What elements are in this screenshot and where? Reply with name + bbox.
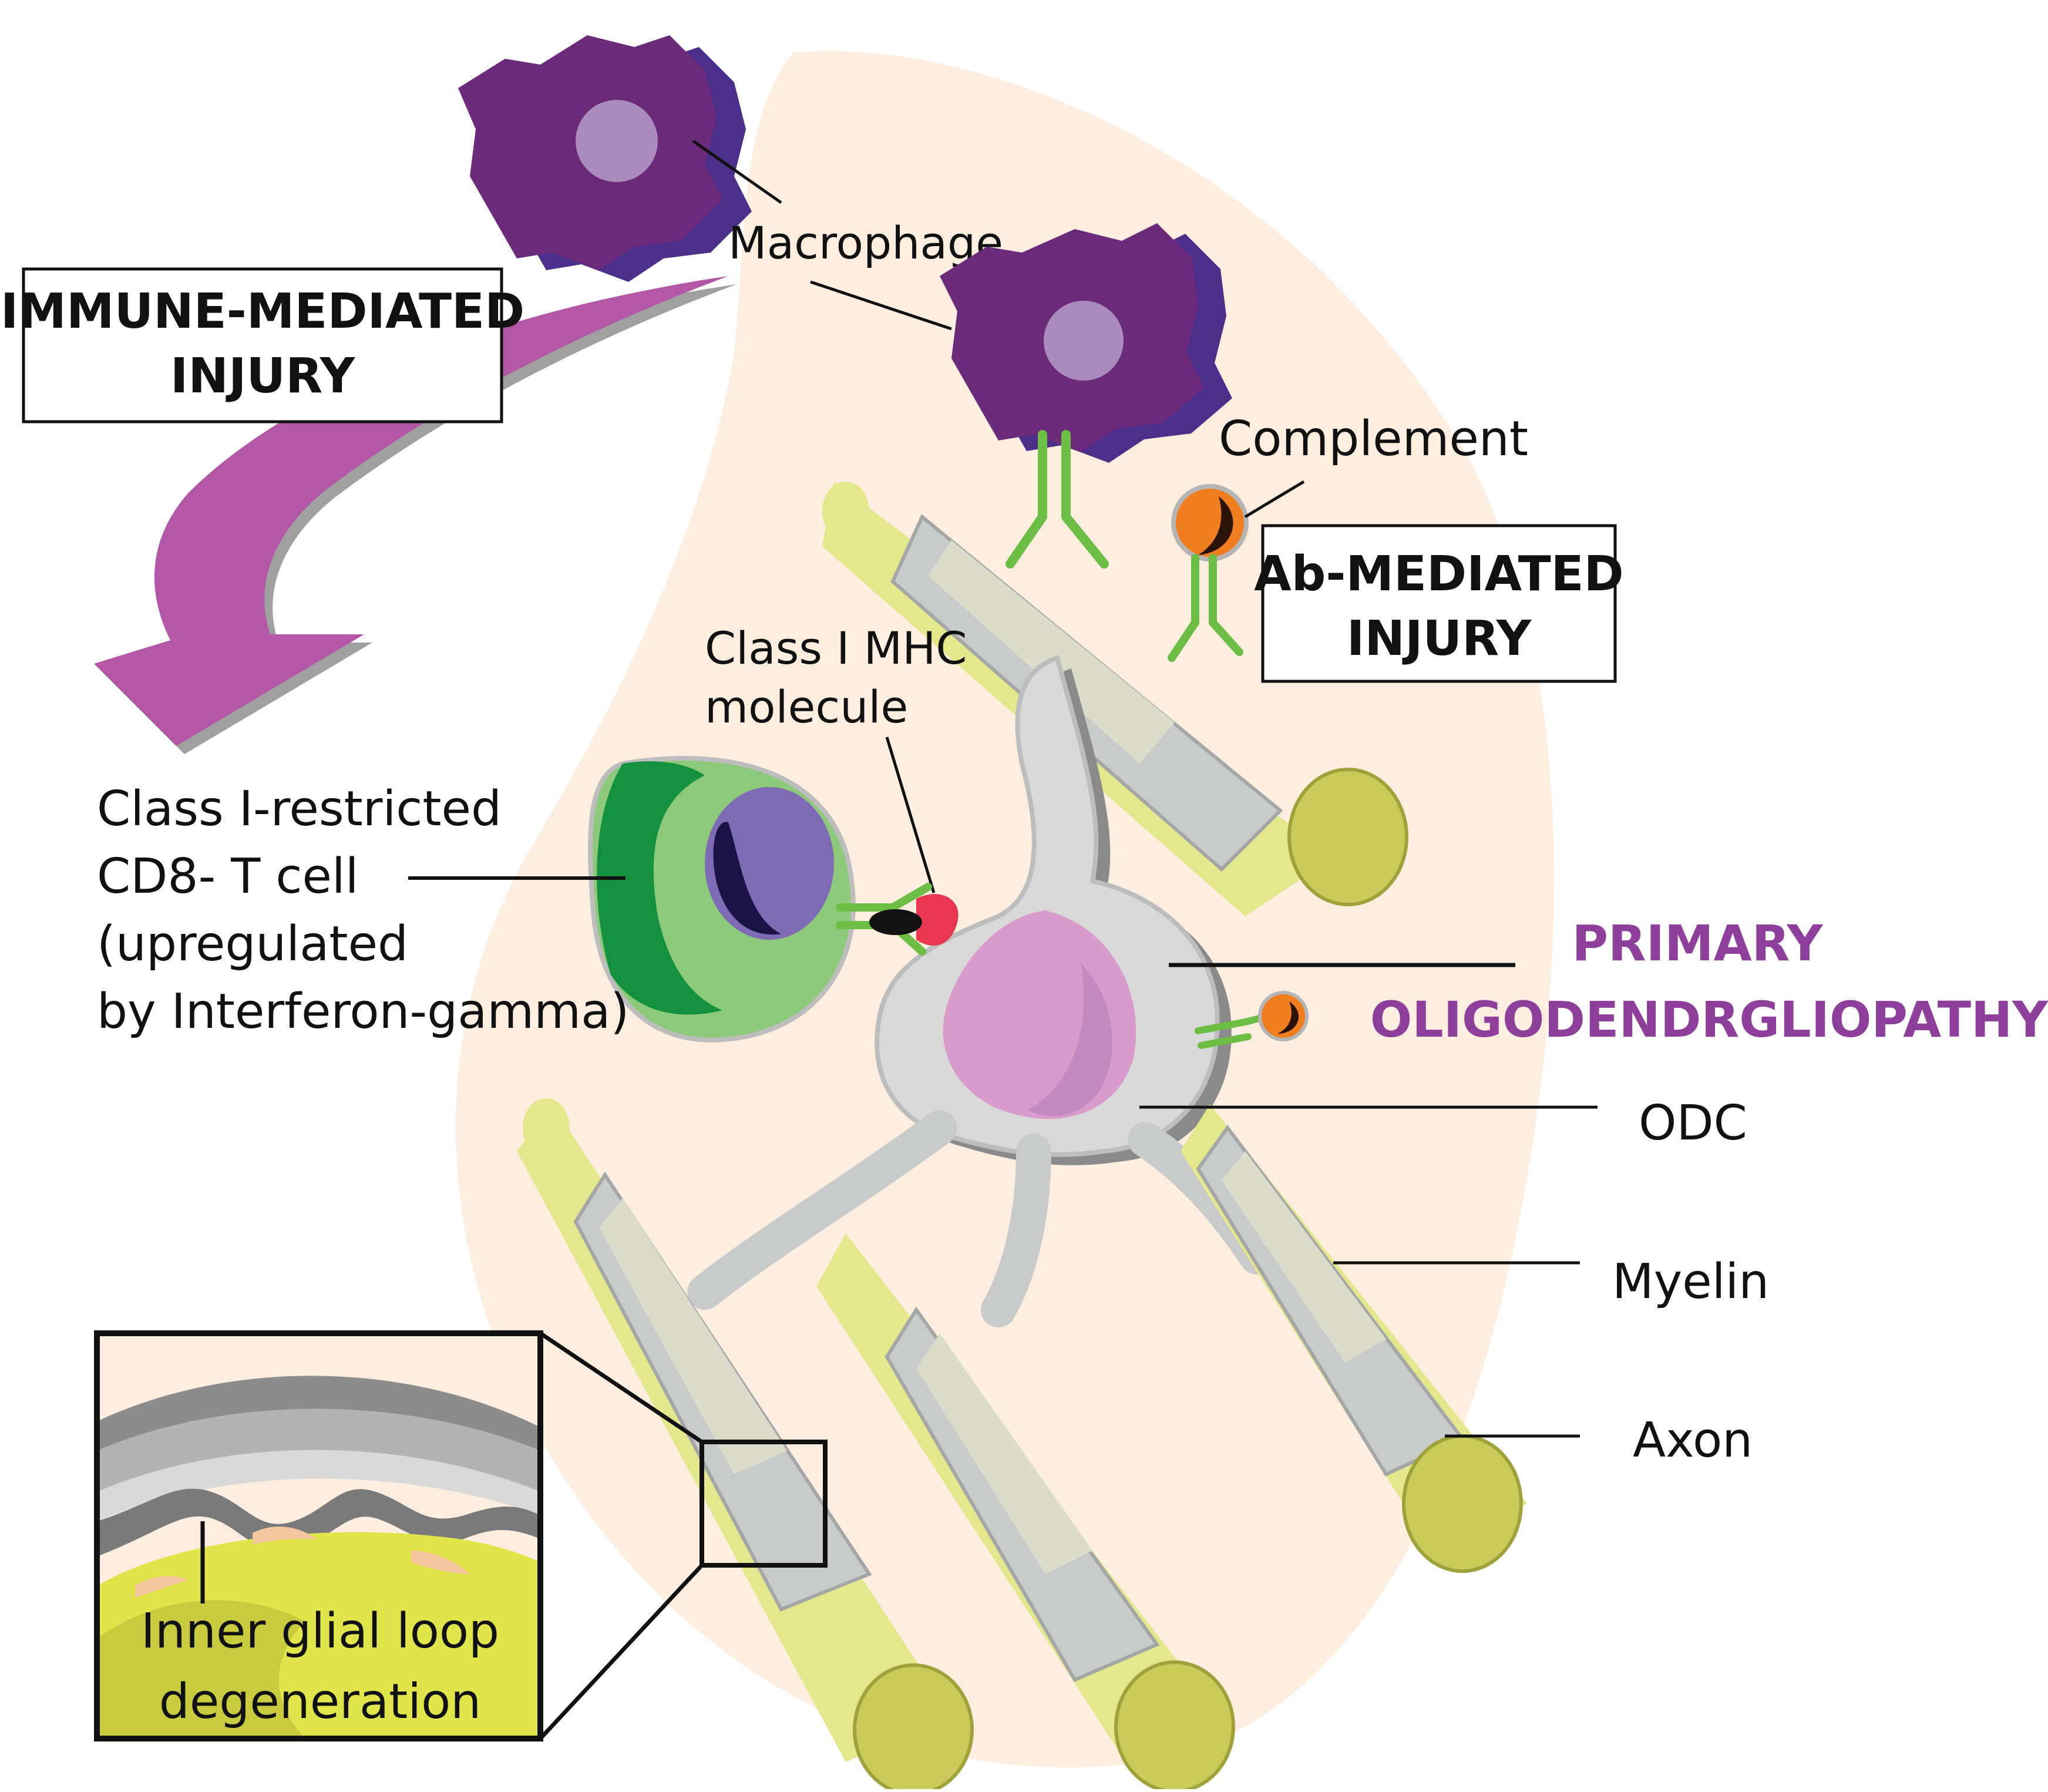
tissue-background — [455, 51, 1554, 1768]
ab-mediated-line1: Ab-MEDIATED — [1254, 546, 1624, 602]
inset-label-line2: degeneration — [159, 1674, 481, 1730]
zoom-selection-box — [700, 1440, 828, 1568]
myelin-label: Myelin — [1612, 1254, 1769, 1310]
complement-odc — [1195, 991, 1309, 1049]
mhc-label-line1: Class I MHC — [705, 622, 967, 674]
odc-label: ODC — [1639, 1095, 1747, 1151]
tcell-label-line2: CD8- T cell — [97, 849, 358, 905]
tcell — [588, 756, 856, 1043]
tcell-label-line1: Class I-restricted — [97, 781, 502, 837]
macrophage-label: Macrophage — [728, 217, 1003, 269]
tcell-label-line3: (upregulated — [97, 916, 408, 972]
immune-mediated-line2: INJURY — [170, 348, 356, 404]
axon-lower-right — [1181, 1104, 1527, 1573]
primary-label-line1: PRIMARY — [1572, 915, 1823, 972]
immune-mediated-line1: IMMUNE-MEDIATED — [1, 284, 524, 339]
axon-lower-middle — [816, 1233, 1235, 1792]
inset-panel: Inner glial loop degeneration — [94, 1330, 543, 1741]
immune-arrow — [94, 276, 737, 754]
macrophage-cell-upper — [458, 35, 752, 282]
complement-label: Complement — [1219, 411, 1528, 467]
immune-mediated-box: IMMUNE-MEDIATED INJURY — [1, 267, 524, 423]
axon-label: Axon — [1633, 1413, 1753, 1468]
inset-label-line1: Inner glial loop — [141, 1603, 499, 1659]
ab-mediated-box: Ab-MEDIATED INJURY — [1254, 524, 1624, 683]
complement-upper — [1171, 484, 1249, 562]
antibody-macrophage — [1005, 430, 1109, 569]
ab-mediated-line2: INJURY — [1347, 611, 1532, 667]
macrophage-cell-lower — [940, 223, 1232, 463]
mhc-molecule — [869, 894, 959, 946]
axon-lower-left — [517, 1098, 974, 1792]
primary-label-line2: OLIGODENDRGLIOPATHY — [1370, 991, 2048, 1048]
antibody-complement — [1168, 554, 1243, 662]
tcell-label-line4: by Interferon-gamma) — [97, 984, 629, 1040]
mhc-label-line2: molecule — [705, 681, 908, 733]
